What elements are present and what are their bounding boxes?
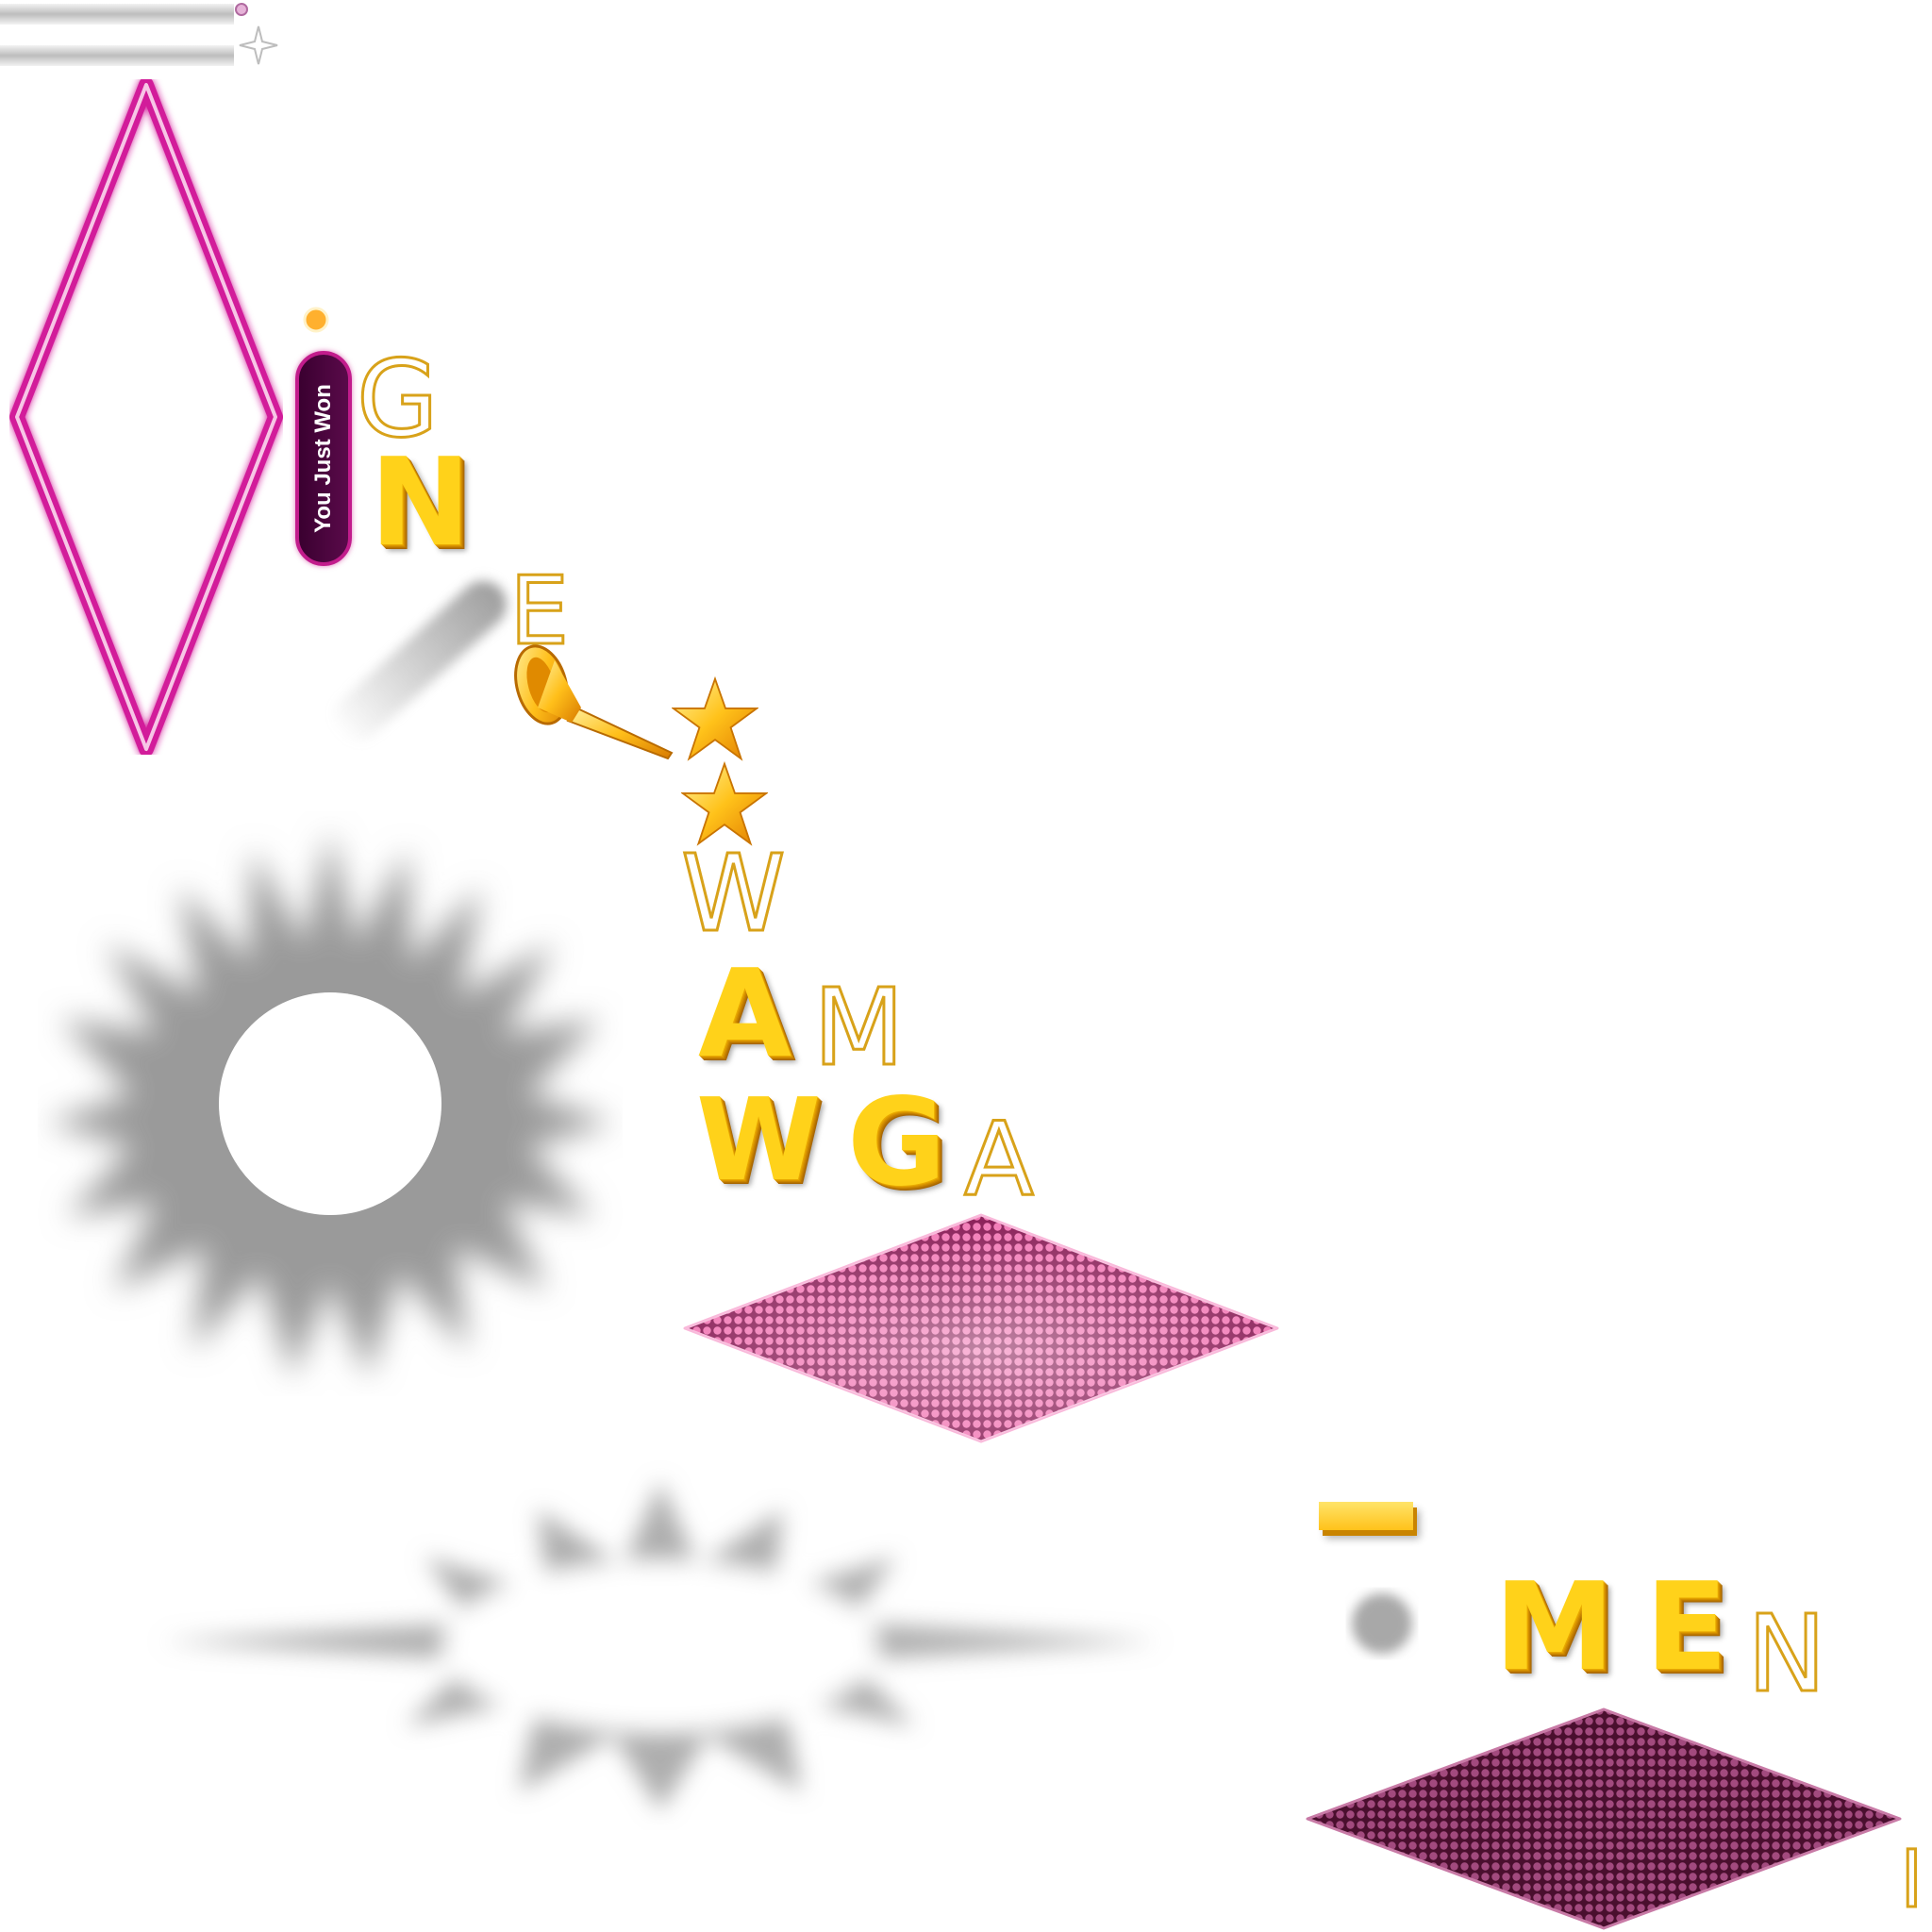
neon-diamond-frame xyxy=(9,79,283,755)
you-just-won-banner: You Just Won xyxy=(295,351,352,566)
glow-blob xyxy=(1352,1593,1412,1654)
letter-n-outline: N xyxy=(1746,1593,1828,1716)
letter-g-outline: G xyxy=(356,339,441,461)
sequin-diamond-pink xyxy=(683,1213,1279,1443)
trumpet-icon xyxy=(514,644,674,759)
sequin-diamond-dark xyxy=(1306,1707,1902,1930)
dot-icon xyxy=(235,3,248,16)
star-icon xyxy=(672,675,758,761)
letter-m-gold: M xyxy=(1494,1557,1615,1698)
letter-w-outline: W xyxy=(680,833,788,956)
letter-n-gold: N xyxy=(370,433,472,574)
letter-a-gold: A xyxy=(698,944,792,1085)
grey-bar-bottom xyxy=(0,45,234,66)
letter-i-outline: I xyxy=(1899,1833,1925,1925)
star-icon xyxy=(681,760,768,846)
sparkle-icon xyxy=(239,25,278,65)
letter-e-outline: E xyxy=(508,556,570,666)
sunburst-shadow xyxy=(47,830,613,1377)
grey-bar-top xyxy=(0,4,234,25)
letter-e-gold: E xyxy=(1645,1557,1728,1698)
letter-m-outline: M xyxy=(812,967,907,1090)
comet-shadow xyxy=(323,571,517,752)
letter-a-outline: A xyxy=(963,1101,1036,1219)
dash-gold: - xyxy=(1319,1502,1413,1530)
burst-shadow xyxy=(160,1481,1160,1811)
orange-dot-icon xyxy=(303,307,329,333)
letter-w-gold: W xyxy=(696,1075,822,1207)
letter-g-gold: G xyxy=(847,1073,947,1213)
banner-label: You Just Won xyxy=(310,384,336,533)
